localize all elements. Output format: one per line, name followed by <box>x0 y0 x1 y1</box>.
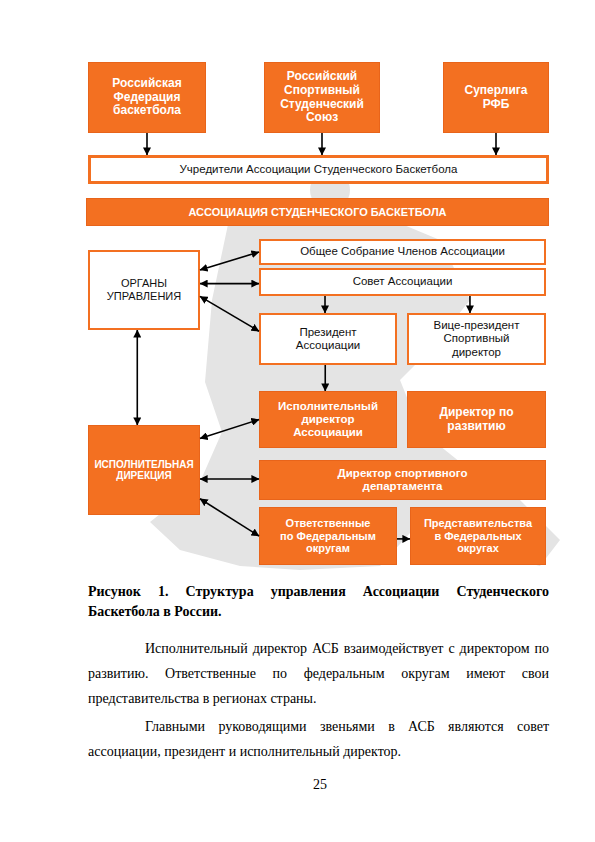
box-text: Директор спортивного департамента <box>328 467 478 493</box>
group-box: ОРГАНЫ УПРАВЛЕНИЯ <box>88 250 200 330</box>
player-silhouette <box>150 200 560 570</box>
connector-arrow <box>397 538 410 540</box>
group-box: ИСПОЛНИТЕЛЬНАЯ ДИРЕКЦИЯ <box>88 425 200 515</box>
connector-arrow <box>200 420 259 439</box>
executive-box: Директор по развитию <box>407 391 546 448</box>
box-text: Ответственные по Федеральным округам <box>278 517 378 555</box>
officer-box: Президент Ассоциации <box>259 313 397 365</box>
box-text: Суперлига РФБ <box>459 84 534 112</box>
officer-box: Вице-президент Спортивный директор <box>407 313 546 365</box>
governance-box: Общее Собрание Членов Ассоциации <box>259 239 546 265</box>
connector-arrow <box>324 365 326 391</box>
connector-arrow <box>200 252 259 270</box>
page-number: 25 <box>300 776 340 794</box>
executive-box: Исполнительный директор Ассоциации <box>259 391 397 448</box>
governance-box: Совет Ассоциации <box>259 268 546 296</box>
founder-box: Суперлига РФБ <box>443 62 549 133</box>
connector-arrow <box>469 296 471 313</box>
box-text: Вице-президент Спортивный директор <box>429 319 524 359</box>
box-text: Российский Спортивный Студенческий Союз <box>275 70 369 125</box>
box-text: Общее Собрание Членов Ассоциации <box>300 245 505 258</box>
association-band: АССОЦИАЦИЯ СТУДЕНЧЕСКОГО БАСКЕТБОЛА <box>86 198 549 226</box>
connector-arrow <box>200 478 259 480</box>
box-text: Учредители Ассоциации Студенческого Баск… <box>180 163 458 176</box>
connector-arrow <box>200 296 259 331</box>
box-text: Представительства в Федеральных округах <box>419 517 537 555</box>
connector-arrow <box>200 283 259 285</box>
founder-box: Российский Спортивный Студенческий Союз <box>264 62 380 133</box>
connector-arrow <box>321 133 323 155</box>
box-text: Президент Ассоциации <box>283 326 373 352</box>
box-text: ОРГАНЫ УПРАВЛЕНИЯ <box>99 277 189 302</box>
connector-arrow <box>200 499 259 536</box>
body-paragraph: Исполнительный директор АСБ взаимодейств… <box>88 636 549 711</box>
figure-caption: Рисунок 1. Структура управления Ассоциац… <box>88 582 549 622</box>
box-text: Директор по развитию <box>437 406 517 434</box>
box-text: ИСПОЛНИТЕЛЬНАЯ ДИРЕКЦИЯ <box>90 459 198 482</box>
connector-arrow <box>324 296 326 313</box>
box-text: Совет Ассоциации <box>353 275 453 288</box>
founders-band: Учредители Ассоциации Студенческого Баск… <box>88 155 549 184</box>
body-paragraph: Главными руководящими звеньями в АСБ явл… <box>88 714 549 764</box>
connector-arrow <box>146 133 148 155</box>
office-box: Представительства в Федеральных округах <box>410 507 546 565</box>
box-text: Российская Федерация баскетбола <box>105 77 190 118</box>
executive-box: Ответственные по Федеральным округам <box>259 507 397 565</box>
connector-arrow <box>136 330 138 425</box>
founder-box: Российская Федерация баскетбола <box>88 62 206 133</box>
executive-box: Директор спортивного департамента <box>259 460 546 500</box>
connector-arrow <box>495 133 497 155</box>
box-text: АССОЦИАЦИЯ СТУДЕНЧЕСКОГО БАСКЕТБОЛА <box>188 206 446 219</box>
box-text: Исполнительный директор Ассоциации <box>278 400 378 440</box>
